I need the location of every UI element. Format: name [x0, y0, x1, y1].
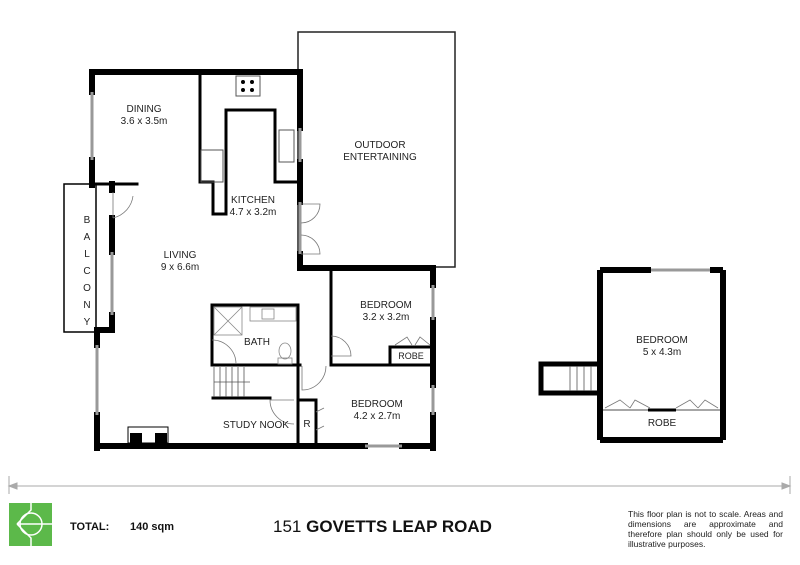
label-bedroom-2: BEDROOM 4.2 x 2.7m: [351, 399, 403, 423]
room-dims: 9 x 6.6m: [160, 262, 200, 273]
upper-stairs: [569, 366, 592, 391]
room-name: ROBE: [398, 351, 424, 361]
label-bedroom-3: BEDROOM 5 x 4.3m: [636, 335, 688, 359]
room-name: ROBE: [647, 418, 677, 429]
label-living: LIVING 9 x 6.6m: [161, 250, 199, 274]
balcony-letter: Y: [83, 317, 91, 328]
label-robe-2: ROBE: [648, 418, 676, 430]
fireplace: [130, 433, 142, 443]
balcony-letter: N: [83, 300, 91, 311]
label-study-nook: STUDY NOOK: [223, 420, 289, 432]
stairs: [213, 367, 250, 397]
label-bedroom-1: BEDROOM 3.2 x 3.2m: [360, 300, 412, 324]
label-robe-1: ROBE: [398, 350, 424, 362]
upper-floor-walls: [538, 267, 726, 443]
room-dims: 4.7 x 3.2m: [229, 207, 277, 218]
balcony-letter: B: [83, 215, 91, 226]
label-dining: DINING 3.6 x 3.5m: [121, 104, 168, 128]
room-name: BATH: [244, 337, 270, 348]
walls: [63, 69, 436, 451]
room-name: DINING: [126, 104, 162, 115]
disclaimer: This floor plan is not to scale. Areas a…: [628, 509, 783, 549]
windows: [90, 92, 710, 448]
room-name-line2: ENTERTAINING: [343, 152, 417, 163]
pantry: [200, 149, 224, 183]
room-name: BEDROOM: [360, 300, 412, 311]
total-label: TOTAL:: [70, 521, 110, 533]
room-dims: 3.6 x 3.5m: [120, 116, 168, 127]
company-logo: [9, 503, 52, 546]
room-dims: 4.2 x 2.7m: [353, 411, 401, 422]
room-dims: 5 x 4.3m: [642, 347, 682, 358]
balcony-letter: A: [83, 232, 91, 243]
room-name: R: [303, 419, 311, 430]
bath-fixtures: [213, 306, 297, 365]
label-outdoor: OUTDOOR ENTERTAINING: [343, 140, 417, 164]
balcony-letter: C: [83, 266, 91, 277]
cooktop: [235, 75, 261, 97]
room-name: BEDROOM: [636, 335, 688, 346]
scale-line: [7, 476, 792, 494]
room-name: STUDY NOOK: [223, 420, 289, 431]
property-address: 151 GOVETTS LEAP ROAD: [273, 517, 492, 537]
kitchen-sink: [278, 129, 295, 163]
room-name: BEDROOM: [351, 399, 403, 410]
room-name: KITCHEN: [231, 195, 275, 206]
label-kitchen: KITCHEN 4.7 x 3.2m: [230, 195, 277, 219]
room-name: LIVING: [163, 250, 197, 261]
label-balcony: B A L C O N Y: [80, 212, 94, 331]
room-dims: 3.2 x 3.2m: [362, 312, 410, 323]
compass-icon: [16, 503, 52, 546]
balcony-letter: O: [83, 283, 91, 294]
label-bath: BATH: [244, 337, 270, 349]
label-r: R: [303, 419, 310, 431]
total-area: 140 sqm: [130, 521, 175, 533]
doors: [112, 192, 719, 431]
room-name: OUTDOOR: [354, 140, 406, 151]
address-number: 151: [273, 517, 302, 536]
address-street: GOVETTS LEAP ROAD: [306, 517, 492, 536]
balcony-letter: L: [84, 249, 90, 260]
